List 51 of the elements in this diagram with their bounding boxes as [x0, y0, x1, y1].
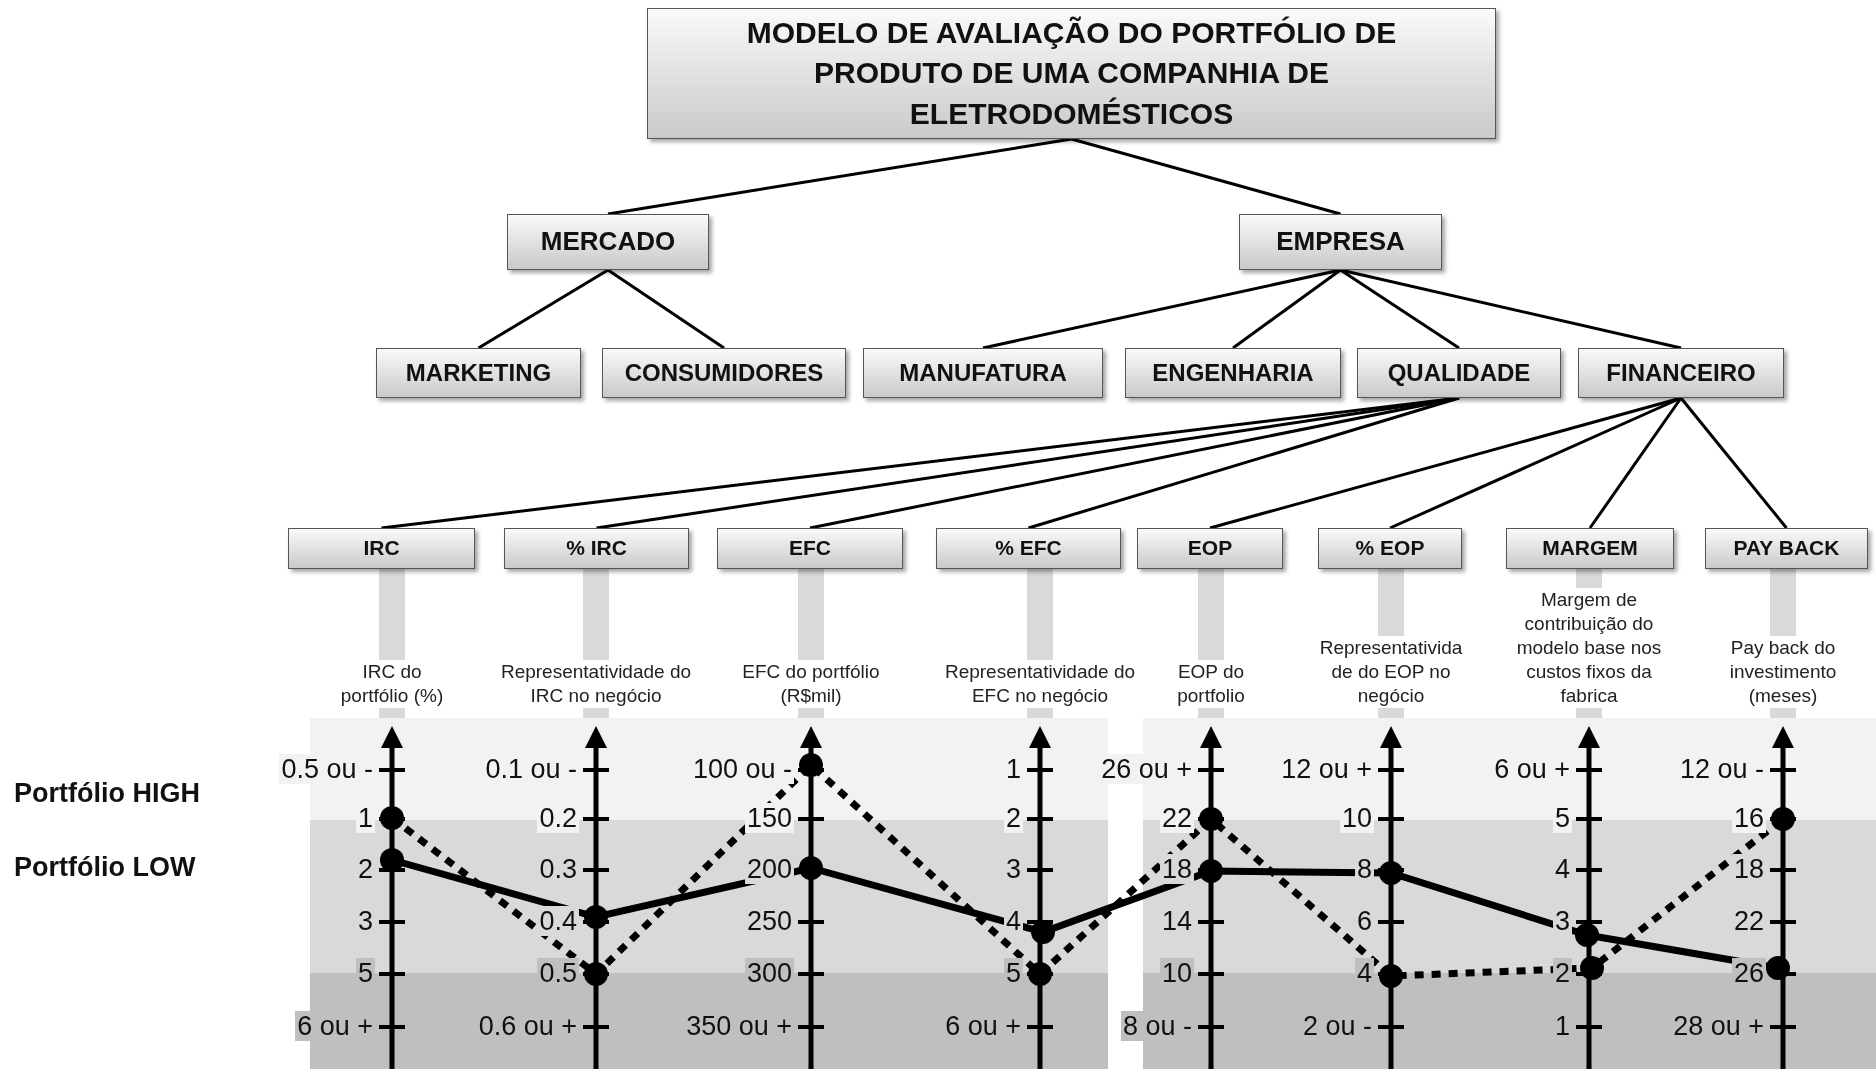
connector-line: [1588, 397, 1683, 529]
category-box: [1578, 348, 1784, 398]
tick-label: 0.4: [537, 906, 579, 936]
category-box: [602, 348, 846, 398]
connector-line: [1071, 137, 1341, 216]
box-label: EOP: [1187, 535, 1233, 562]
category-box: [1137, 528, 1283, 569]
tick-label: 26 ou +: [1099, 754, 1194, 784]
category-box: [1705, 528, 1868, 569]
box-label: MARKETING: [405, 357, 552, 388]
category-box: [1239, 214, 1442, 270]
box-label: PAY BACK: [1733, 535, 1840, 562]
box-label: CONSUMIDORES: [624, 357, 824, 388]
tick-label: 6 ou +: [295, 1011, 375, 1041]
box-label: ENGENHARIA: [1152, 357, 1314, 388]
connector-line: [607, 268, 725, 350]
category-box: [376, 348, 581, 398]
box-label: MARGEM: [1542, 535, 1638, 562]
box-label: EFC: [789, 535, 831, 562]
title-box: [647, 8, 1496, 139]
portfolio-label: Portfólio HIGH: [14, 778, 200, 809]
connector-line: [1679, 397, 1788, 529]
category-box: [1318, 528, 1462, 569]
box-label: % EFC: [995, 535, 1062, 562]
tick-label: 18: [1159, 854, 1194, 884]
category-box: [1506, 528, 1674, 569]
tick-label: 0.5 ou -: [279, 754, 375, 784]
box-label: MODELO DE AVALIAÇÃO DO PORTFÓLIO DE PRODUTO DE UMA COMPANHIA DE ELETRODOMÉSTICOS: [745, 14, 1398, 132]
category-box: [717, 528, 903, 569]
tick-label: 150: [744, 803, 794, 833]
connector-line: [1028, 396, 1460, 530]
category-box: [1125, 348, 1341, 398]
box-label: % IRC: [566, 535, 627, 562]
connector-line: [1232, 268, 1342, 350]
box-label: QUALIDADE: [1387, 357, 1531, 388]
category-box: [507, 214, 709, 270]
connector-line: [477, 268, 609, 350]
category-box: [504, 528, 689, 569]
tick-label: 8 ou -: [1120, 1011, 1194, 1041]
category-box: [288, 528, 475, 569]
box-label: % EOP: [1355, 535, 1425, 562]
box-label: MANUFATURA: [899, 357, 1067, 388]
category-box: [863, 348, 1103, 398]
category-box: [936, 528, 1121, 569]
box-label: EMPRESA: [1276, 225, 1405, 259]
category-box: [1357, 348, 1561, 398]
connector-line: [607, 137, 1072, 216]
portfolio-label: Portfólio LOW: [14, 852, 196, 883]
box-label: FINANCEIRO: [1606, 357, 1756, 388]
box-label: MERCADO: [540, 225, 676, 259]
box-label: IRC: [363, 535, 400, 562]
